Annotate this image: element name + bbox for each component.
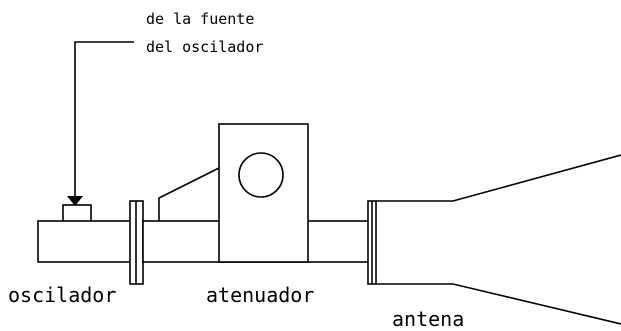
oscillator-label: oscilador xyxy=(8,283,116,307)
antenna-label: antena xyxy=(392,307,464,331)
attenuator-lever xyxy=(158,167,220,221)
source-leader-line xyxy=(74,41,134,196)
horn-antenna-lower xyxy=(376,283,621,325)
oscillator-input-port xyxy=(62,204,92,223)
oscillator-waveguide xyxy=(37,220,134,263)
attenuator-label: atenuador xyxy=(206,283,314,307)
source-arrowhead xyxy=(67,196,83,206)
horn-antenna-upper xyxy=(376,154,621,202)
attenuator-dial xyxy=(238,152,284,198)
source-label-line1: de la fuente xyxy=(146,10,254,28)
attenuator-housing xyxy=(218,123,309,263)
source-label-line2: del oscilador xyxy=(146,38,263,56)
